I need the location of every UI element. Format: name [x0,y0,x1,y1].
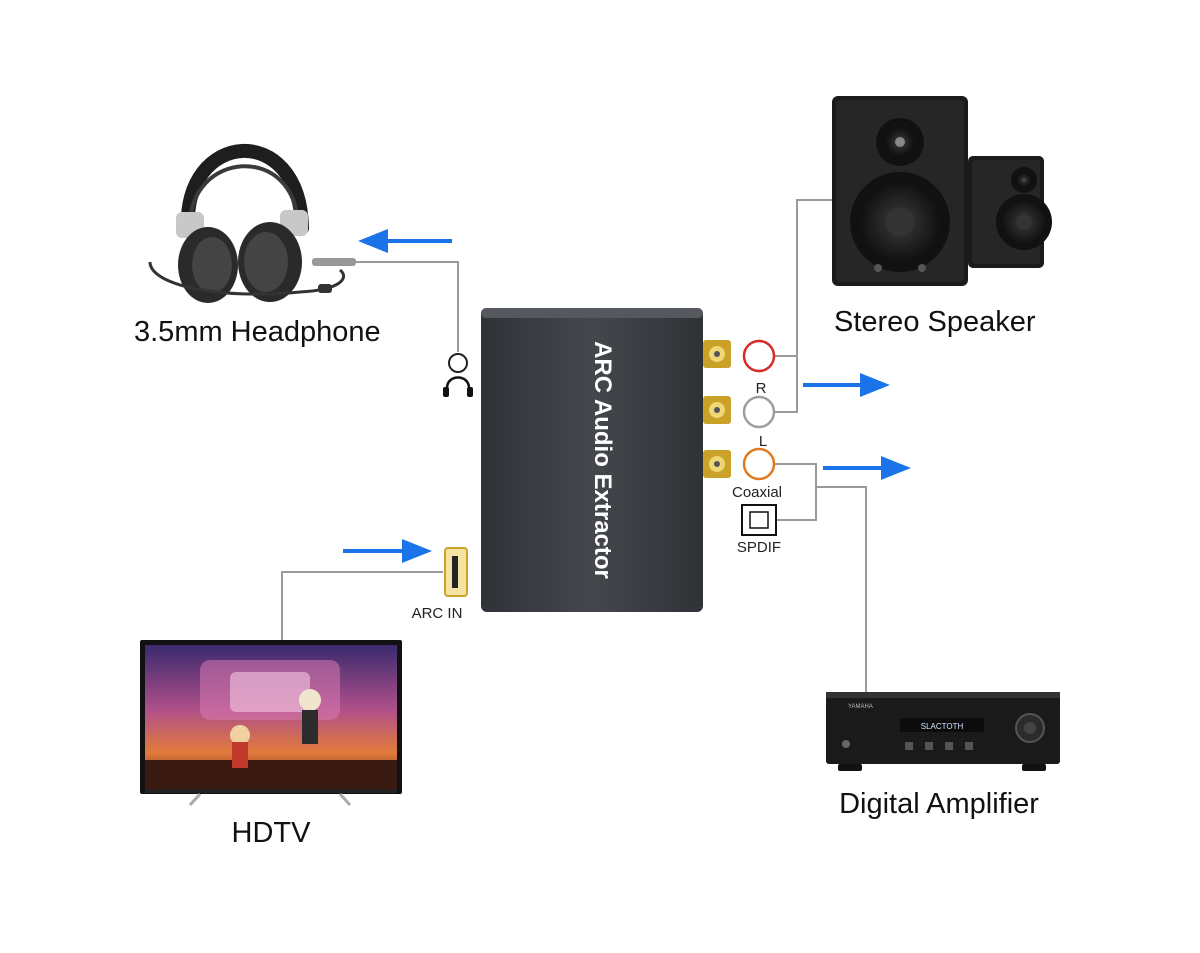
port-r-label: R [756,380,767,397]
rca-jack-coaxial [703,450,731,478]
rca-jack-l [703,396,731,424]
port-coaxial-symbol [742,447,776,481]
port-l-symbol [742,395,776,429]
hdmi-arc-port-icon [444,547,468,597]
headphone-image [148,143,356,303]
spdif-optical-icon [741,504,777,536]
headphone-wire [355,261,459,352]
arc-audio-extractor-device: ARC Audio Extractor [481,308,731,612]
hdtv-wire [281,571,443,645]
amplifier-brand: YAMAHA [848,704,873,710]
headphone-label: 3.5mm Headphone [134,316,381,348]
amplifier-wire [816,486,867,692]
arrow-to-amplifier [823,456,911,480]
stereo-speaker-image [832,96,1052,286]
digital-amplifier-label: Digital Amplifier [839,788,1039,820]
spdif-label: SPDIF [737,539,781,556]
port-r-symbol [742,339,776,373]
speaker-wire-r [775,199,832,357]
headphone-jack-icon [443,353,473,397]
rca-jack-r [703,340,731,368]
signal-arrows [343,229,911,563]
arrow-to-speaker [803,373,890,397]
stereo-speaker-label: Stereo Speaker [834,306,1036,338]
arrow-from-hdtv [343,539,432,563]
coaxial-wire [775,463,817,521]
port-l-label: L [759,433,767,450]
coaxial-label: Coaxial [732,484,782,501]
wires [281,199,867,692]
digital-amplifier-image: SLACTOTH YAMAHA [826,692,1060,771]
device-title: ARC Audio Extractor [589,341,616,579]
hdtv-image [140,640,402,807]
arrow-to-headphone [358,229,452,253]
speaker-wire-l [775,356,798,413]
amplifier-display: SLACTOTH [921,722,964,731]
arc-in-label: ARC IN [412,605,463,622]
hdtv-label: HDTV [232,817,312,849]
